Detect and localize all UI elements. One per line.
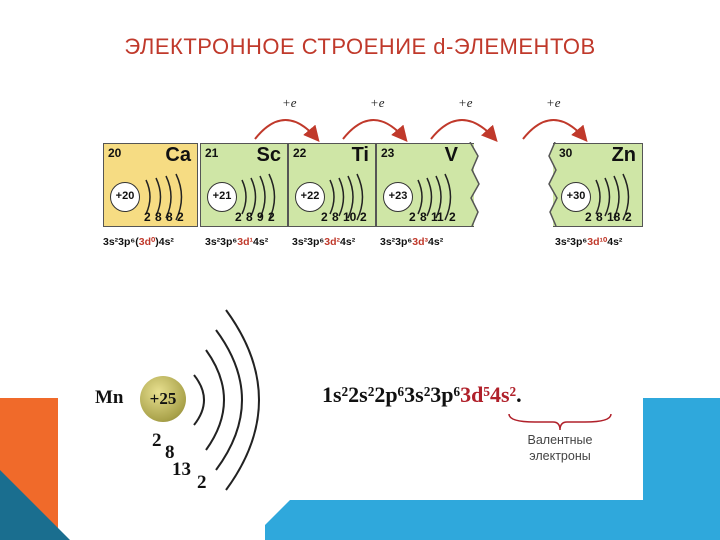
nucleus: +20 xyxy=(110,182,140,212)
torn-edge xyxy=(548,142,558,226)
blue-accent-block-right xyxy=(643,398,720,540)
mn-shell-count: 8 xyxy=(165,442,175,463)
transition-arrows xyxy=(254,119,588,143)
valence-electrons-label: Валентные электроны xyxy=(527,433,593,463)
d-elements-figure: +e +e +e +e 20 Ca +20 2 8 8 2 21 Sc +21 … xyxy=(95,95,645,270)
mn-electron-shells xyxy=(193,309,260,491)
shell-count: 2 xyxy=(449,210,456,224)
element-symbol: Sc xyxy=(256,144,281,166)
config-v: 3s²3p⁶3d³4s² xyxy=(380,236,444,248)
atomic-number: 21 xyxy=(205,146,219,160)
arrow-label: +e xyxy=(282,95,297,110)
mn-symbol: Mn xyxy=(95,387,124,408)
element-symbol: Ti xyxy=(351,144,369,166)
mn-shell-count: 2 xyxy=(152,430,162,451)
shell-count: 18 xyxy=(607,210,621,224)
element-cell-v: 23 V +23 2 8 11 2 xyxy=(376,142,480,227)
shell-count: 8 xyxy=(332,210,339,224)
mn-shell-count: 13 xyxy=(172,459,191,480)
arrow-label: +e xyxy=(370,95,385,110)
arrow-label: +e xyxy=(458,95,473,110)
shell-count: 8 xyxy=(596,210,603,224)
torn-edge xyxy=(469,142,480,226)
atomic-number: 20 xyxy=(108,146,122,160)
element-symbol: V xyxy=(444,144,458,166)
shell-count: 9 xyxy=(257,210,264,224)
atomic-number: 23 xyxy=(381,146,395,160)
electron-shells xyxy=(145,173,183,221)
electron-shells xyxy=(595,173,630,221)
element-cell-ti: 22 Ti +22 2 8 10 2 xyxy=(288,143,376,227)
element-symbol: Ca xyxy=(165,144,191,166)
element-cell-ca: 20 Ca +20 2 8 8 2 xyxy=(103,143,198,227)
shell-count: 10 xyxy=(343,210,357,224)
config-ca: 3s²3p⁶(3d⁰)4s² xyxy=(103,236,174,248)
shell-count: 11 xyxy=(431,210,444,224)
nucleus: +23 xyxy=(383,182,413,212)
arrow-label: +e xyxy=(546,95,561,110)
shell-count: 2 xyxy=(268,210,275,224)
arrow-ca-sc xyxy=(254,119,320,143)
blue-accent-band-bottom xyxy=(265,500,643,540)
shell-count: 2 xyxy=(625,210,632,224)
arrow-sc-ti xyxy=(342,119,408,143)
element-cell-sc: 21 Sc +21 2 8 9 2 xyxy=(200,143,288,227)
config-sc: 3s²3p⁶3d¹4s² xyxy=(205,236,269,248)
shell-count: 8 xyxy=(155,210,162,224)
shell-count: 2 xyxy=(321,210,328,224)
nucleus: +22 xyxy=(295,182,325,212)
shell-count: 2 xyxy=(360,210,367,224)
element-cell-zn: 30 Zn +30 2 8 18 2 xyxy=(548,142,643,227)
arrow-v-zn xyxy=(522,119,588,143)
shell-count: 8 xyxy=(166,210,173,224)
shell-count: 8 xyxy=(246,210,253,224)
mn-shell-count: 2 xyxy=(197,472,207,493)
arrow-ti-v xyxy=(430,119,498,142)
mn-nucleus: +25 xyxy=(140,376,186,422)
config-ti: 3s²3p⁶3d²4s² xyxy=(292,236,356,248)
mn-electron-formula: 1s²2s²2p⁶3s²3p⁶3d⁵4s². xyxy=(322,382,522,407)
element-symbol: Zn xyxy=(611,144,636,166)
shell-count: 2 xyxy=(409,210,416,224)
shell-count: 2 xyxy=(144,210,151,224)
electron-shells xyxy=(329,173,364,221)
config-zn: 3s²3p⁶3d¹⁰4s² xyxy=(555,236,623,248)
shell-count: 2 xyxy=(177,210,184,224)
nucleus: +21 xyxy=(207,182,237,212)
valence-brace xyxy=(508,413,612,431)
electron-shells xyxy=(241,173,276,221)
slide-title: ЭЛЕКТРОННОЕ СТРОЕНИЕ d-ЭЛЕМЕНТОВ xyxy=(124,34,596,59)
nucleus: +30 xyxy=(561,182,591,212)
atomic-number: 30 xyxy=(559,146,573,160)
shell-count: 2 xyxy=(585,210,592,224)
electron-shells xyxy=(417,173,452,221)
shell-count: 2 xyxy=(235,210,242,224)
atomic-number: 22 xyxy=(293,146,307,160)
shell-count: 8 xyxy=(420,210,427,224)
band-notch xyxy=(250,500,290,540)
